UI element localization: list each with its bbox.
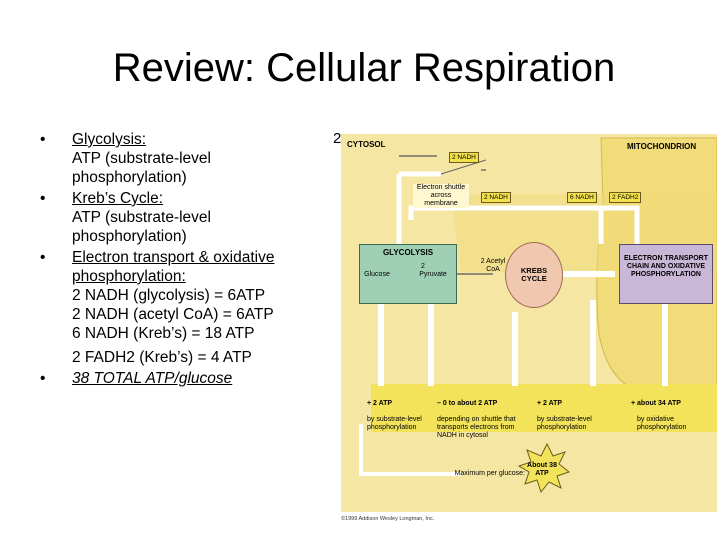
mitochondrion-label: MITOCHONDRION <box>627 142 697 151</box>
bullet-heading-etc-2: phosphorylation: <box>72 268 186 285</box>
sub-glycolysis: by substrate-level phosphorylation <box>367 416 422 431</box>
bullet-marker: • <box>40 370 46 387</box>
bullet-line: ATP (substrate-level <box>72 209 211 226</box>
bullet-marker: • <box>40 249 46 266</box>
pyruvate-count: 2 <box>421 263 425 270</box>
nadh-top-label: 2 NADH <box>449 152 479 163</box>
about-38-label: About 38 ATP <box>527 462 557 477</box>
atp-shuttle: – 0 to about 2 ATP <box>437 400 498 407</box>
bullet-heading-krebs: Kreb’s Cycle: <box>72 190 164 207</box>
max-per-glucose: Maximum per glucose: <box>454 470 525 477</box>
bullet-line: 2 NADH (glycolysis) = 6ATP <box>72 287 266 304</box>
about-38-star <box>517 442 571 494</box>
arrow-line <box>408 205 640 244</box>
sub-oxidative: by oxidative phosphorylation <box>637 416 687 431</box>
sub-krebs: by substrate-level phosphorylation <box>537 416 592 431</box>
stray-character: 2 <box>333 130 342 147</box>
bullet-line: 2 FADH2 (Kreb’s) = 4 ATP <box>72 349 252 366</box>
bullet-electron-transport: • Electron transport & oxidative phospho… <box>40 248 330 367</box>
cytosol-label: CYTOSOL <box>347 140 386 149</box>
glycolysis-label: GLYCOLYSIS <box>382 248 434 257</box>
krebs-label: KREBS CYCLE <box>520 266 548 283</box>
bullet-total-text: 38 TOTAL ATP/glucose <box>72 370 233 387</box>
arrow-line <box>359 424 461 476</box>
fadh2-label: 2 FADH2 <box>609 192 642 203</box>
bullet-line: phosphorylation) <box>72 228 187 245</box>
nadh6-label: 6 NADH <box>567 192 597 203</box>
atp-krebs: + 2 ATP <box>537 400 563 407</box>
atp-oxidative: + about 34 ATP <box>631 400 681 407</box>
bullet-line: phosphorylation) <box>72 169 187 186</box>
bullet-line: 2 NADH (acetyl CoA) = 6ATP <box>72 306 274 323</box>
atp-yellow-band <box>371 384 717 432</box>
slide-title: Review: Cellular Respiration <box>112 46 616 90</box>
pyruvate-label: Pyruvate <box>419 271 447 278</box>
bullet-heading-glycolysis: Glycolysis: <box>72 131 147 148</box>
glycolysis-box: GLYCOLYSIS Glucose 2 Pyruvate <box>359 244 457 304</box>
bullet-heading-etc: Electron transport & oxidative <box>72 249 275 266</box>
sub-shuttle: depending on shuttle that transports ele… <box>437 416 516 439</box>
bullet-list: • Glycolysis: ATP (substrate-level phosp… <box>40 130 330 390</box>
bullet-marker: • <box>40 131 46 148</box>
bullet-line: 6 NADH (Kreb’s) = 18 ATP <box>72 325 255 342</box>
copyright: ©1999 Addison Wesley Longman, Inc. <box>341 516 435 522</box>
bullet-total: • 38 TOTAL ATP/glucose <box>40 369 330 388</box>
bullet-glycolysis: • Glycolysis: ATP (substrate-level phosp… <box>40 130 330 187</box>
acetyl-coa-label: 2 Acetyl CoA <box>480 258 506 273</box>
shuttle-label: Electron shuttle across membrane <box>413 184 469 208</box>
bullet-marker: • <box>40 190 46 207</box>
cellular-respiration-diagram: CYTOSOL MITOCHONDRION 2 NADH Electron sh… <box>341 134 717 526</box>
bullet-line: ATP (substrate-level <box>72 150 211 167</box>
atp-glycolysis: + 2 ATP <box>367 400 393 407</box>
nadh-mid-label: 2 NADH <box>481 192 511 203</box>
etc-box: ELECTRON TRANSPORT CHAIN AND OXIDATIVE P… <box>619 244 713 304</box>
bullet-krebs: • Kreb’s Cycle: ATP (substrate-level pho… <box>40 189 330 246</box>
glucose-label: Glucose <box>364 271 390 278</box>
krebs-cycle-circle: KREBS CYCLE <box>505 242 563 308</box>
etc-label: ELECTRON TRANSPORT CHAIN AND OXIDATIVE P… <box>624 255 708 278</box>
diagram-background <box>341 134 717 512</box>
